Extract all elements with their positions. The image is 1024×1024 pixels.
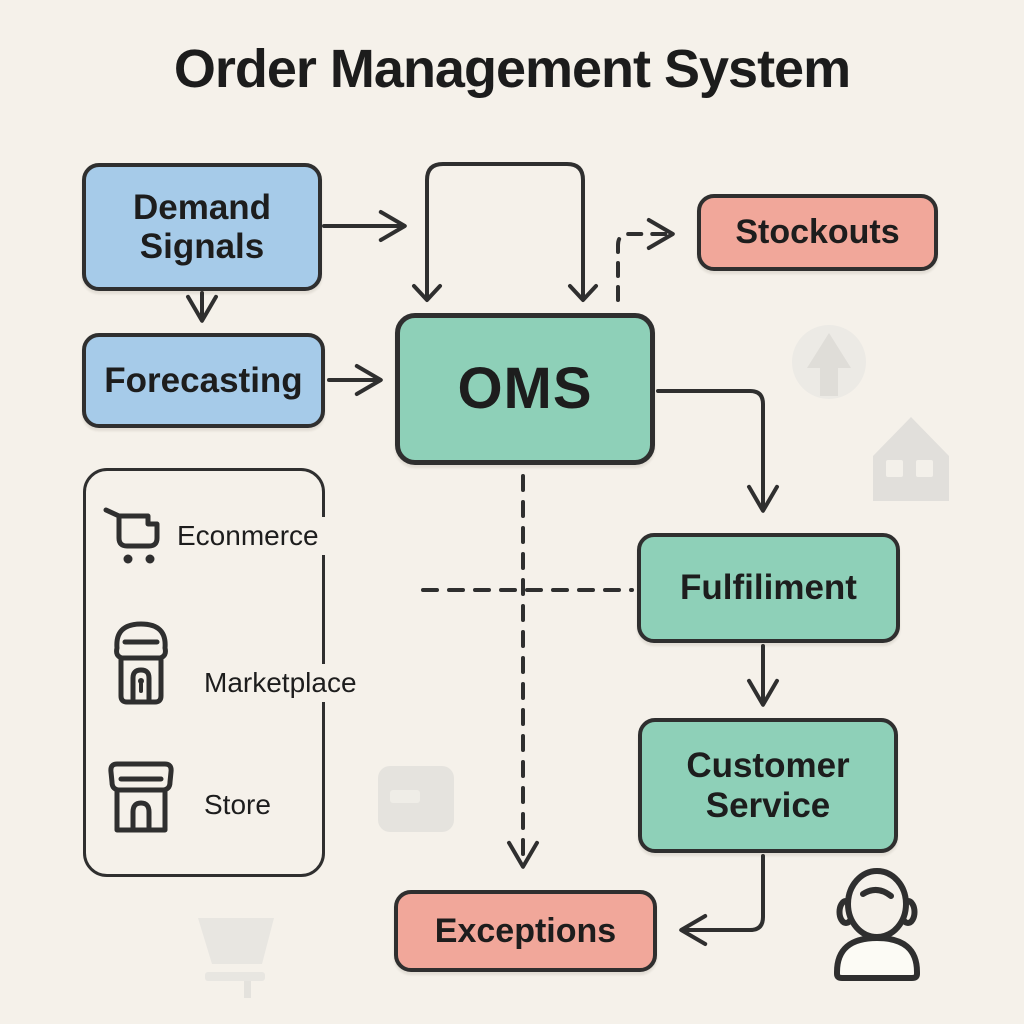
node-demand-signals: Demand Signals (82, 163, 322, 291)
channel-label-ecommerce: Econmerce (170, 517, 326, 555)
node-forecasting: Forecasting (82, 333, 325, 428)
bracket-arrowhead-left (412, 284, 442, 302)
customer-agent-icon (834, 868, 920, 981)
node-exceptions-label: Exceptions (434, 911, 617, 950)
ghost-chat-bubble-icon (378, 766, 454, 832)
edge-oms-to-fulfillment (656, 389, 779, 513)
node-exceptions: Exceptions (394, 890, 657, 972)
node-fulfillment: Fulfiliment (637, 533, 900, 643)
ghost-up-arrow-circle-icon (792, 325, 866, 399)
node-oms-label: OMS (457, 355, 593, 421)
bracket-arrowhead-right (568, 284, 598, 302)
edge-oms-to-stockouts-dashed (616, 218, 675, 302)
channel-label-store: Store (197, 786, 278, 824)
edge-customer-service-to-exceptions (679, 854, 765, 946)
node-oms: OMS (395, 313, 655, 465)
node-customer-service: Customer Service (638, 718, 898, 853)
node-stockouts-label: Stockouts (735, 213, 900, 252)
channel-label-marketplace: Marketplace (197, 664, 364, 702)
channel-icons (103, 507, 174, 833)
ghost-house-icon (873, 417, 949, 501)
node-customer-service-label: Customer Service (686, 746, 850, 825)
cart-icon (103, 507, 160, 564)
edges (186, 162, 779, 946)
node-stockouts: Stockouts (697, 194, 938, 271)
store-icon (108, 761, 174, 833)
ghost-cart-icon (198, 918, 274, 998)
marketplace-icon (114, 621, 168, 705)
node-fulfillment-label: Fulfiliment (680, 568, 857, 608)
page-title: Order Management System (173, 39, 851, 99)
node-demand-signals-label: Demand Signals (132, 187, 272, 266)
edge-junction-bracket (425, 162, 585, 298)
background-watermarks (198, 325, 949, 998)
node-forecasting-label: Forecasting (104, 360, 303, 400)
